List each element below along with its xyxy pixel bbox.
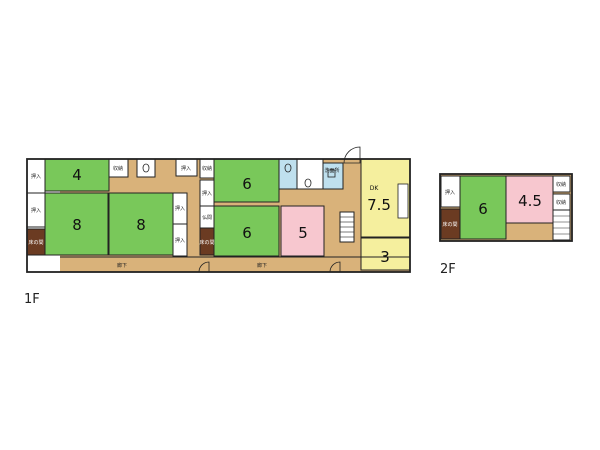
floor-label-2f: 2F [440, 262, 456, 277]
storage-1-label: 収納 [113, 165, 123, 172]
room-tatami-6-top-size: 6 [242, 175, 252, 193]
room-tatami-4-size: 4 [72, 166, 82, 184]
room-tatami-6-top [213, 158, 280, 203]
room-dk-label: DK [370, 185, 380, 192]
room-tatami-6-bottom [213, 205, 280, 257]
floor-label-1f: 1F [24, 292, 40, 307]
closet-6-label: 押入 [202, 190, 212, 197]
room-tatami-8-right [108, 192, 174, 256]
tokonoma-1-label: 床の間 [28, 239, 43, 246]
storage-2f-2-label: 収納 [556, 199, 566, 206]
outer-wall-2f [439, 173, 573, 242]
toilet-1 [136, 158, 156, 178]
room-3 [360, 237, 411, 271]
dk-counter [397, 183, 409, 219]
room-western-5-size: 5 [298, 224, 308, 242]
room-3-size: 3 [380, 248, 390, 266]
tokonoma-2f [440, 208, 461, 240]
room-tatami-8-left [44, 192, 109, 256]
storage-2f-1-label: 収納 [556, 181, 566, 188]
room-tatami-8-right-size: 8 [136, 216, 146, 234]
corridor-2-label: 廊下 [257, 262, 267, 269]
closet-2f-label: 押入 [445, 189, 455, 196]
closet-3-label: 押入 [175, 205, 185, 212]
room-2f-tatami-6 [459, 175, 507, 240]
corridor-door [198, 261, 210, 273]
toilet-2 [278, 158, 298, 190]
room-2f-western-size: 4.5 [518, 192, 542, 210]
room-dk-size: 7.5 [367, 196, 391, 214]
first-floor-plan [26, 146, 411, 273]
toilet-3-bowl [304, 178, 312, 188]
stairs-1f [339, 211, 355, 243]
wash-basin [327, 169, 336, 178]
room-western-5 [280, 205, 325, 257]
closet-1-label: 押入 [31, 173, 41, 180]
stairs-2f [552, 209, 571, 241]
storage-2-label: 収納 [202, 165, 212, 172]
tokonoma-2f-label: 床の間 [442, 221, 457, 228]
butsuma-label: 仏間 [202, 215, 212, 221]
closet-2f [440, 175, 461, 208]
corridor-door-2 [329, 261, 341, 273]
room-2f-western [505, 175, 554, 224]
closet-4-label: 押入 [175, 237, 185, 244]
room-tatami-6-bottom-size: 6 [242, 224, 252, 242]
outer-wall-1f [26, 158, 411, 273]
washroom-label: 洗面所 [324, 167, 339, 174]
tokonoma-2 [199, 227, 215, 256]
washroom [296, 158, 324, 190]
storage-2f-1 [552, 175, 571, 193]
closet-5-label: 押入 [181, 165, 191, 172]
room-2f-tatami-6-size: 6 [478, 200, 488, 218]
toilet-2-bowl [284, 163, 292, 173]
second-floor-plan [439, 173, 573, 242]
room-tatami-8-left-size: 8 [72, 216, 82, 234]
closet-2-label: 押入 [31, 207, 41, 214]
corridor-1-label: 廊下 [117, 262, 127, 269]
tokonoma-2-label: 床の間 [199, 239, 214, 246]
room-tatami-4 [44, 158, 110, 192]
closet-4 [172, 223, 188, 257]
toilet-1-bowl [142, 163, 150, 173]
